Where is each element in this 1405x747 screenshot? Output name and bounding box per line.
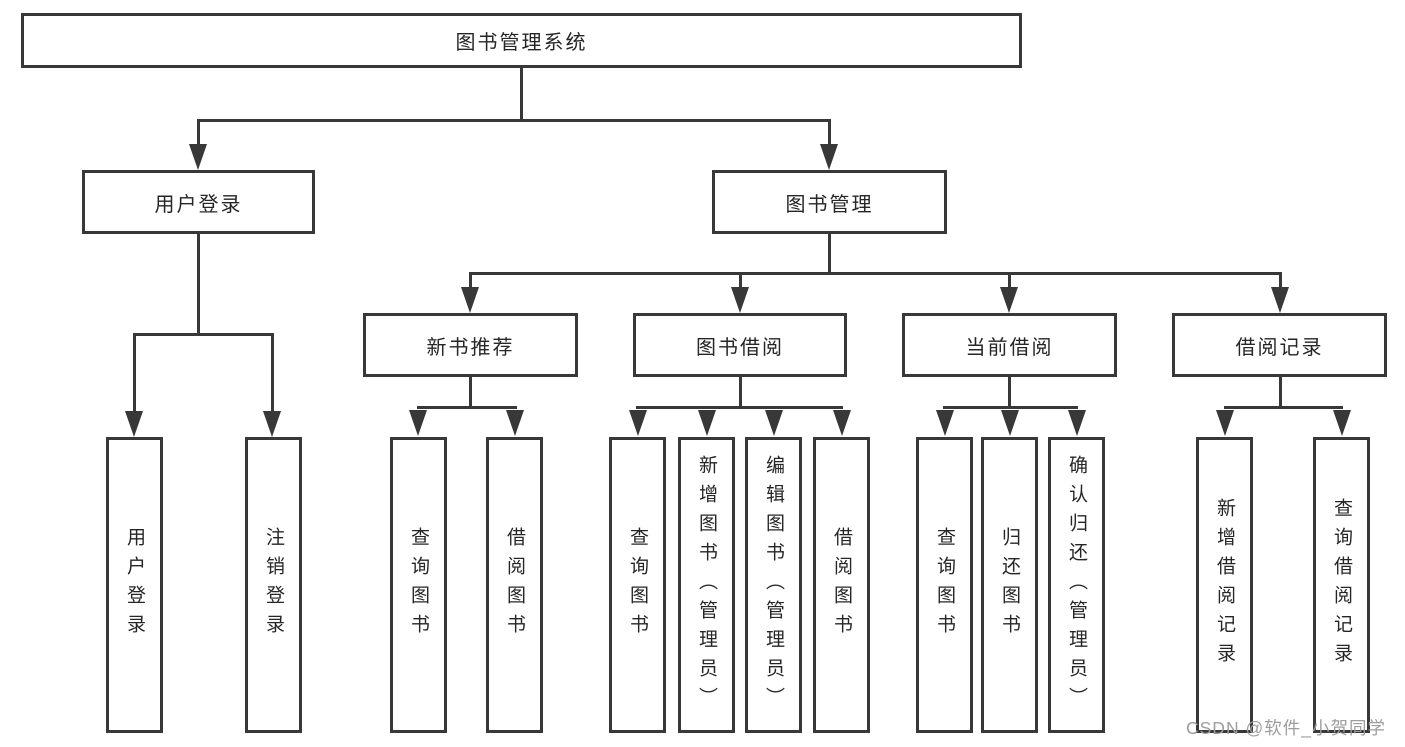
node-label: 新增图书（管理员） [696, 454, 717, 716]
node-label: 借阅图书 [504, 527, 525, 643]
connector-line [828, 234, 831, 275]
connector-line [1279, 377, 1282, 408]
arrowhead-down-icon [820, 144, 838, 170]
node-label: 新增借阅记录 [1214, 498, 1235, 672]
connector-line [417, 406, 517, 409]
node-label: 图书借阅 [696, 336, 784, 359]
arrowhead-down-icon [1271, 287, 1289, 313]
connector-line [197, 119, 200, 146]
node-library-management-system: 图书管理系统 [21, 13, 1022, 68]
arrowhead-down-icon [1333, 410, 1351, 436]
leaf-add-books-admin: 新增图书（管理员） [678, 437, 735, 733]
leaf-edit-books-admin: 编辑图书（管理员） [745, 437, 802, 733]
leaf-user-login: 用户登录 [106, 437, 163, 733]
node-label: 图书管理 [785, 193, 874, 216]
node-label: 注销登录 [263, 527, 284, 643]
arrowhead-down-icon [833, 410, 851, 436]
node-label: 当前借阅 [965, 336, 1054, 359]
node-new-book-recommendation: 新书推荐 [363, 313, 578, 377]
node-book-management: 图书管理 [712, 170, 947, 234]
connector-line [828, 119, 831, 146]
arrowhead-down-icon [629, 410, 647, 436]
connector-line [469, 272, 472, 289]
leaf-query-books-cb: 查询图书 [916, 437, 973, 733]
node-label: 用户登录 [154, 193, 243, 216]
connector-line [133, 333, 136, 411]
node-label: 查询图书 [934, 527, 955, 643]
arrowhead-down-icon [461, 287, 479, 313]
connector-line [1008, 272, 1011, 289]
connector-line [739, 377, 742, 408]
node-label: 编辑图书（管理员） [763, 454, 784, 716]
connector-line [943, 406, 1078, 409]
node-label: 新书推荐 [426, 336, 515, 359]
connector-line [1008, 377, 1011, 408]
arrowhead-down-icon [1000, 287, 1018, 313]
connector-line [197, 234, 200, 336]
connector-line [271, 333, 274, 411]
node-user-login: 用户登录 [82, 170, 315, 234]
leaf-borrow-books-nb: 借阅图书 [486, 437, 543, 733]
node-label: 借阅图书 [831, 527, 852, 643]
node-label: 查询图书 [627, 527, 648, 643]
arrowhead-down-icon [189, 144, 207, 170]
node-borrowing-records: 借阅记录 [1172, 313, 1387, 377]
connector-line [739, 272, 742, 289]
arrowhead-down-icon [506, 410, 524, 436]
connector-line [520, 68, 523, 122]
leaf-return-books: 归还图书 [981, 437, 1038, 733]
leaf-query-borrow-record: 查询借阅记录 [1313, 437, 1370, 733]
connector-line [469, 272, 1282, 275]
node-label: 用户登录 [124, 527, 145, 643]
connector-line [197, 119, 831, 122]
arrowhead-down-icon [936, 410, 954, 436]
node-label: 查询图书 [408, 527, 429, 643]
leaf-add-borrow-record: 新增借阅记录 [1196, 437, 1253, 733]
connector-line [133, 333, 274, 336]
csdn-watermark: CSDN @软件_小贺同学 [1186, 718, 1386, 738]
node-label: 确认归还（管理员） [1066, 454, 1087, 716]
arrowhead-down-icon [125, 411, 143, 437]
connector-line [636, 406, 843, 409]
arrowhead-down-icon [698, 410, 716, 436]
connector-line [469, 377, 472, 408]
leaf-query-books-nb: 查询图书 [390, 437, 447, 733]
connector-line [1224, 406, 1343, 409]
leaf-borrow-books-bb: 借阅图书 [813, 437, 870, 733]
node-label: 查询借阅记录 [1331, 498, 1352, 672]
arrowhead-down-icon [765, 410, 783, 436]
arrowhead-down-icon [1001, 410, 1019, 436]
arrowhead-down-icon [409, 410, 427, 436]
node-book-borrowing: 图书借阅 [633, 313, 847, 377]
node-current-borrowing: 当前借阅 [902, 313, 1117, 377]
leaf-logout: 注销登录 [245, 437, 302, 733]
arrowhead-down-icon [263, 411, 281, 437]
leaf-query-books-bb: 查询图书 [609, 437, 666, 733]
connector-line [1279, 272, 1282, 289]
arrowhead-down-icon [1216, 410, 1234, 436]
arrowhead-down-icon [1068, 410, 1086, 436]
node-label: 借阅记录 [1235, 336, 1324, 359]
arrowhead-down-icon [731, 287, 749, 313]
node-label: 图书管理系统 [455, 32, 588, 54]
node-label: 归还图书 [999, 527, 1020, 643]
leaf-confirm-return-admin: 确认归还（管理员） [1048, 437, 1105, 733]
